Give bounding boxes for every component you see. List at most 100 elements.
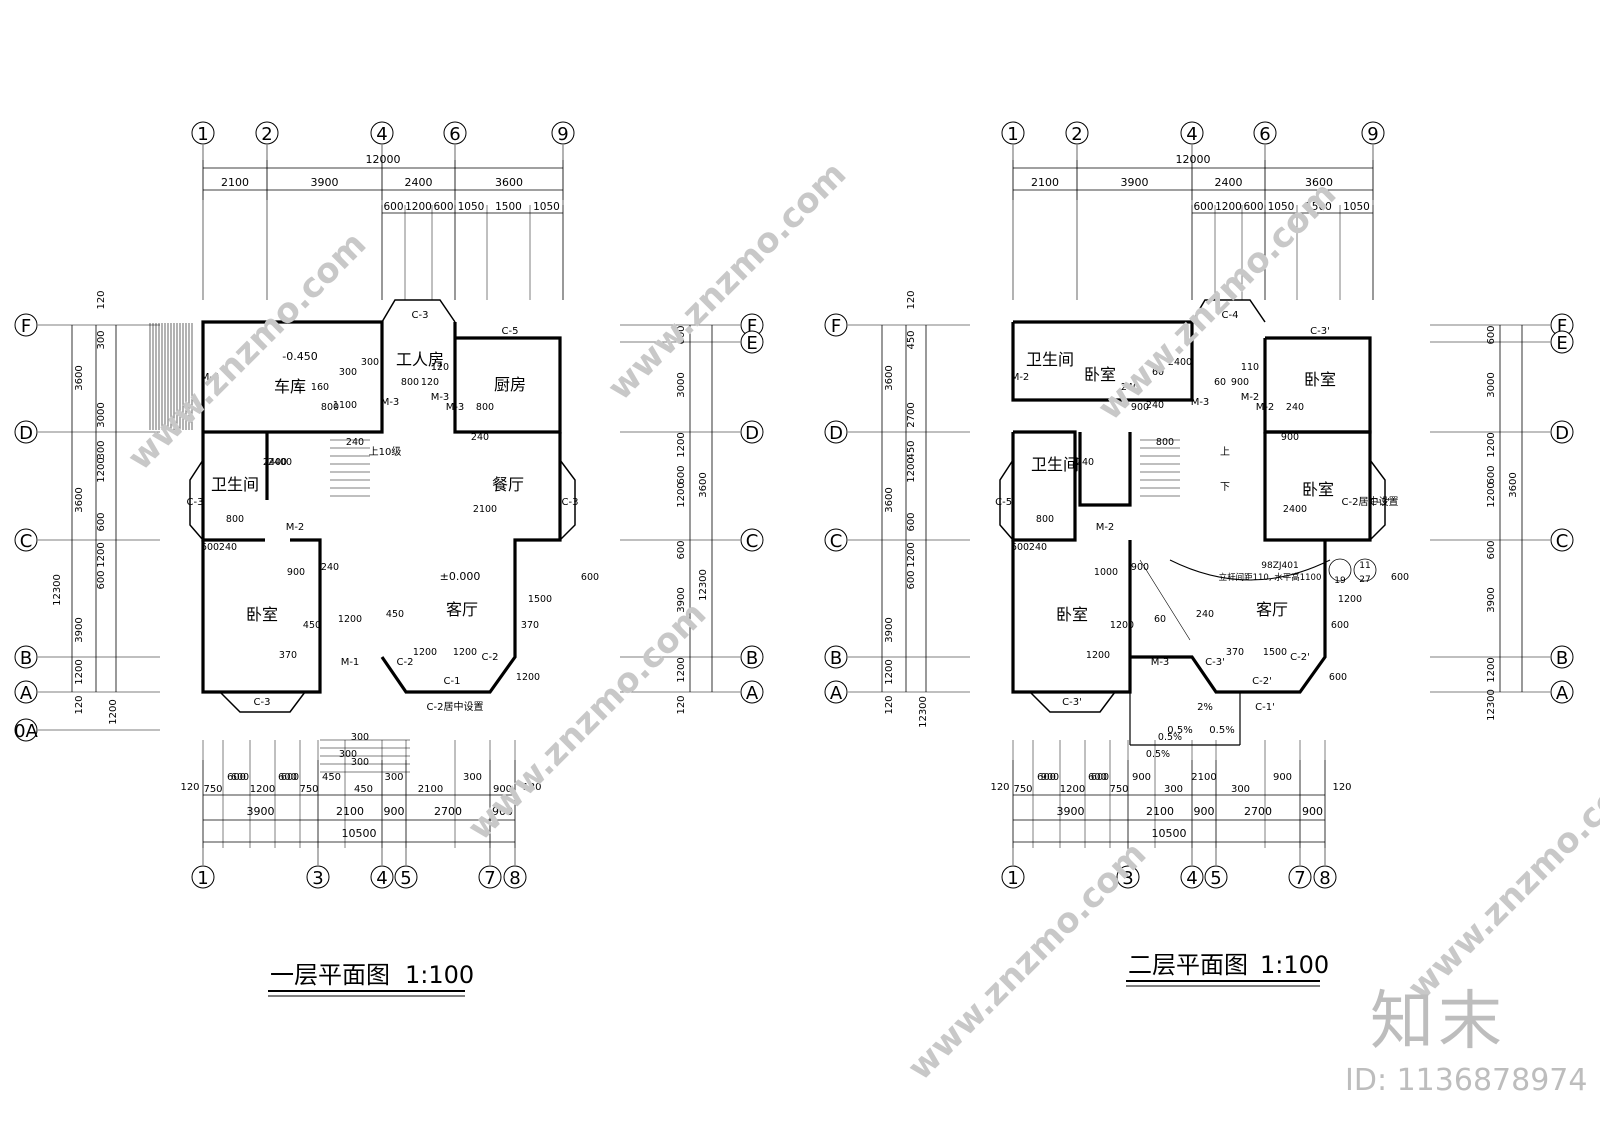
dim-left: 3600 [884, 487, 895, 512]
bay-window-right [559, 459, 576, 541]
dim-bottom-row1: 300 [463, 772, 482, 783]
dim-right: 600 [676, 465, 687, 484]
axis-bottom-1: 1 [1007, 868, 1018, 889]
inner-dim: 1100 [333, 400, 357, 411]
detail-ref: 11 [1359, 561, 1370, 571]
dim-left: 1200 [108, 699, 119, 724]
axis-left-F: F [831, 316, 841, 337]
axis-right-C: C [746, 531, 759, 552]
dim-top-row2: 1200 [1215, 201, 1242, 213]
axis-top-2-circle [255, 121, 279, 145]
inner-dim: 1500 [1263, 647, 1287, 658]
inner-dim: 240 [1146, 400, 1164, 411]
inner-dim: 300 [361, 357, 379, 368]
inner-dim: 300 [339, 367, 357, 378]
dim-bottom-edge: 120 [990, 782, 1009, 793]
dim-bottom-row1: 900 [1132, 772, 1151, 783]
dim-right: 600 [1486, 325, 1497, 344]
dim-top-row1: 3600 [495, 176, 523, 189]
slope-label: 2% [1197, 702, 1213, 713]
dim-left: 450 [906, 440, 917, 459]
plan1-scale: 1:100 [405, 961, 474, 989]
axis-left-A: A [20, 683, 33, 704]
dim-bottom-row2: 2100 [336, 805, 364, 818]
axis-top-1-circle [191, 121, 215, 145]
axis-left-B: B [830, 648, 842, 669]
dim-bottom-row1: 300 [1164, 784, 1183, 795]
inner-dim: 1200 [453, 647, 477, 658]
inner-dim: 240 [1286, 402, 1304, 413]
axis-top-6: 6 [449, 124, 460, 145]
window-label: C-3 [562, 497, 579, 508]
dim-left: 450 [906, 330, 917, 349]
dim-top-row1: 2400 [1215, 176, 1243, 189]
dim-bottom-row1: 600 [278, 772, 297, 783]
dim-left: 120 [74, 695, 85, 714]
axis-left-B-circle [14, 645, 38, 669]
dim-top-row1: 3900 [311, 176, 339, 189]
dim-bottom-row1: 2100 [418, 784, 443, 795]
dim-left: 600 [96, 512, 107, 531]
inner-dim: 2400 [1283, 504, 1307, 515]
axis-bottom-3: 3 [1122, 868, 1133, 889]
inner-dim: 450 [386, 609, 404, 620]
inner-dim: 120 [431, 362, 449, 373]
room-label: 卧室 [246, 605, 278, 624]
dim-bottom-row1: 1200 [1060, 784, 1085, 795]
axis-right-A: A [746, 683, 759, 704]
dim-right: 1200 [1486, 482, 1497, 507]
dim-top-row2: 1050 [458, 201, 485, 213]
axis-bottom-5-circle [1204, 865, 1228, 889]
axis-bottom-7-circle [478, 865, 502, 889]
inner-dim: 60 [1152, 367, 1164, 378]
door-label: M-1 [341, 657, 360, 668]
window-label: C-1 [444, 676, 461, 687]
axis-right-A-circle [1550, 680, 1574, 704]
inner-dim: 800 [321, 402, 339, 413]
dim-bottom-row1: 450 [354, 784, 373, 795]
inner-dim: 300 [351, 757, 369, 768]
room-label: 卫生间 [1026, 350, 1074, 369]
axis-top-2-circle [1065, 121, 1089, 145]
bay-window-bottom [219, 691, 306, 713]
stair-wall [1078, 432, 1132, 507]
axis-right-E-circle [740, 330, 764, 354]
dim-right: 3900 [676, 587, 687, 612]
inner-dim: 160 [311, 382, 329, 393]
room-label: 卧室 [1302, 480, 1334, 499]
inner-dim: 1000 [1094, 567, 1118, 578]
dim-right: 1200 [1486, 657, 1497, 682]
living2-wall [1130, 540, 1327, 694]
inner-dim: 800 [401, 377, 419, 388]
dim-bottom-row1: 900 [1273, 772, 1292, 783]
dim-left: 3000 [96, 402, 107, 427]
inner-dim: 370 [521, 620, 539, 631]
dim-bottom-row2: 900 [1194, 805, 1215, 818]
stair-note: 上10级 [369, 446, 402, 458]
inner-dim: 240 [471, 432, 489, 443]
inner-dim: 600 [201, 542, 219, 553]
axis-top-1-circle [1001, 121, 1025, 145]
axis-left-C: C [20, 531, 33, 552]
dim-bottom-row1: 750 [1109, 784, 1128, 795]
dim-top-row2: 1200 [405, 201, 432, 213]
dim-left: 300 [96, 440, 107, 459]
door-label: M-3 [1191, 397, 1210, 408]
axis-bottom-4-circle [1180, 865, 1204, 889]
detail-ref-circle-1 [1328, 558, 1352, 582]
axis-left-C: C [830, 531, 843, 552]
inner-dim: 900 [1131, 562, 1149, 573]
axis-right-D-circle [1550, 420, 1574, 444]
door-label: M-4 [201, 372, 220, 383]
axis-bottom-5-circle [394, 865, 418, 889]
dim-top-row2: 1050 [1268, 201, 1295, 213]
axis-right-C-circle [740, 528, 764, 552]
bay-window-top [381, 299, 456, 323]
door-label: M-2 [1011, 372, 1030, 383]
dim-bottom-row1: 750 [1013, 784, 1032, 795]
dim-left: 1200 [74, 659, 85, 684]
inner-dim: 1500 [528, 594, 552, 605]
dim-bottom-row2: 900 [492, 805, 513, 818]
